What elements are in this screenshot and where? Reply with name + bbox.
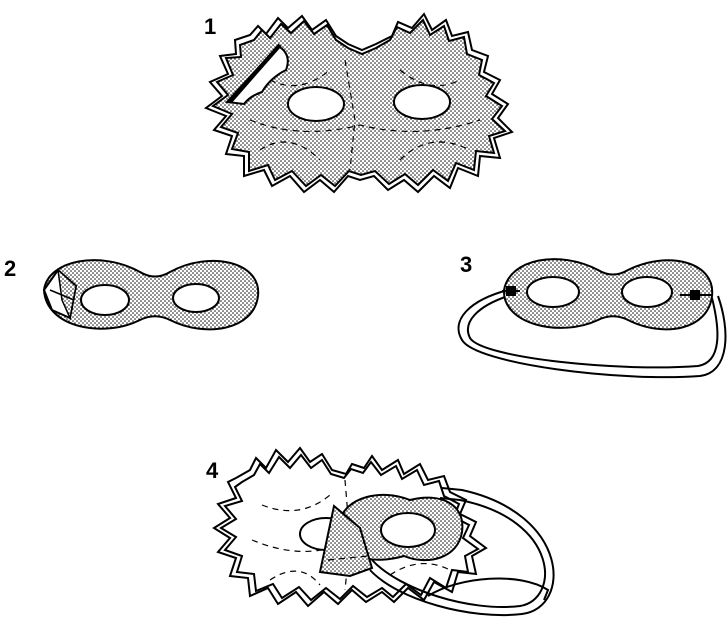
left-eye-hole [527,277,579,307]
step-2-number: 2 [4,256,16,281]
step-2-plain-mask-icon [44,260,258,329]
left-eye-hole [81,285,129,315]
right-eye-hole [173,284,219,312]
step-1-group: 1 [204,14,512,192]
step-3-number: 3 [460,252,472,277]
step-2-group: 2 [4,256,258,329]
step-4-assembly-icon [214,448,554,615]
right-eye-hole [394,85,450,119]
leaf-mask-body [213,20,505,186]
step-4-group: 4 [206,448,554,615]
step-3-elastic-mask-icon [459,259,726,377]
step-3-group: 3 [459,252,726,377]
step-4-number: 4 [206,458,219,483]
right-eye-hole [381,513,435,547]
step-1-number: 1 [204,14,216,39]
step-1-leaf-mask-icon [206,14,512,192]
plain-mask-body [44,260,258,329]
left-eye-hole [288,87,344,121]
right-eye-hole [622,277,672,307]
